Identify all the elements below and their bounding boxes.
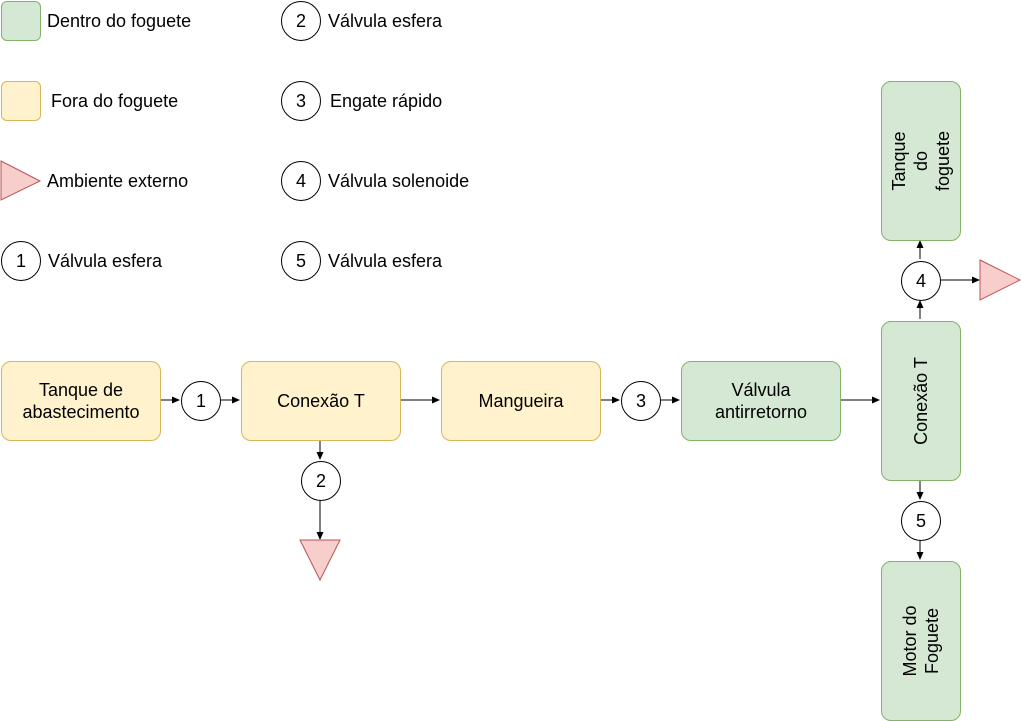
legend-valve-5-label: Válvula esfera	[328, 251, 443, 271]
legend-valve-3-label: Engate rápido	[330, 91, 443, 111]
node-rocket-motor: Motor do Foguete	[881, 561, 961, 721]
legend-inside-swatch	[1, 1, 41, 41]
node-rocket-tank: Tanque do foguete	[881, 81, 961, 241]
node-hose: Mangueira	[441, 361, 601, 441]
ambient-triangle-right	[979, 259, 1021, 301]
legend-valve-1-circle: 1	[1, 241, 41, 281]
node-hose-label: Mangueira	[478, 391, 564, 411]
valve-3: 3	[621, 381, 661, 421]
legend-outside-swatch	[1, 81, 41, 121]
node-tee-2-label: Conexão T	[911, 357, 932, 445]
node-check-valve: Válvula antirretorno	[681, 361, 841, 441]
legend-valve-4-circle: 4	[281, 161, 321, 201]
legend-valve-1-label: Válvula esfera	[48, 251, 163, 271]
node-check-valve-label: Válvula antirretorno	[714, 380, 808, 422]
valve-1: 1	[181, 381, 221, 421]
node-supply-tank-label: Tanque de abastecimento	[22, 380, 140, 422]
legend-valve-3-circle: 3	[281, 81, 321, 121]
node-rocket-tank-label: Tanque do foguete	[889, 130, 953, 192]
legend-valve-5-circle: 5	[281, 241, 321, 281]
node-supply-tank: Tanque de abastecimento	[1, 361, 161, 441]
valve-5: 5	[901, 501, 941, 541]
ambient-triangle-down	[299, 539, 341, 582]
legend-valve-2-label: Válvula esfera	[328, 11, 443, 31]
legend-ambient-triangle	[0, 160, 42, 201]
legend-outside-label: Fora do foguete	[51, 91, 179, 111]
node-rocket-motor-label: Motor do Foguete	[900, 605, 942, 677]
node-tee-1: Conexão T	[241, 361, 401, 441]
legend-ambient-label: Ambiente externo	[47, 171, 189, 191]
node-tee-1-label: Conexão T	[277, 391, 365, 411]
valve-2: 2	[301, 461, 341, 501]
legend-valve-2-circle: 2	[281, 1, 321, 41]
node-tee-2: Conexão T	[881, 321, 961, 481]
legend-valve-4-label: Válvula solenoide	[328, 171, 470, 191]
valve-4: 4	[901, 261, 941, 301]
legend-inside-label: Dentro do foguete	[47, 11, 192, 31]
